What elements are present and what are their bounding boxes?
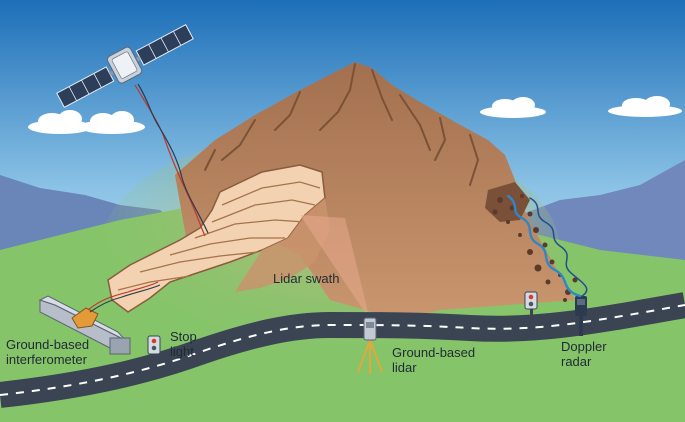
lidar-swath xyxy=(300,215,370,320)
lidar-tripod-icon xyxy=(357,317,383,374)
satellite-icon xyxy=(56,23,194,109)
lidar-swath-label: Lidar swath xyxy=(273,271,340,286)
interferometer-signal xyxy=(87,281,161,313)
mountain xyxy=(175,62,575,320)
landslide-scarp xyxy=(107,164,326,313)
satellite-signal xyxy=(134,83,209,237)
ground-lidar-label-line2: lidar xyxy=(392,360,417,375)
doppler-radar-label-line1: Doppler xyxy=(561,339,607,354)
cloud-icon xyxy=(28,110,145,134)
rockfall xyxy=(485,182,578,302)
doppler-radar-label-line2: radar xyxy=(561,354,592,369)
ground-interferometer-label-line2: interferometer xyxy=(6,352,87,367)
stop-light-icon xyxy=(147,335,161,366)
ground-lidar-label: Ground-based lidar xyxy=(392,345,475,375)
scarp-layers xyxy=(117,181,321,291)
stop-light-icon xyxy=(524,291,538,321)
doppler-radar-label: Doppler radar xyxy=(561,339,607,369)
cloud-icon xyxy=(480,96,682,118)
interferometer-icon xyxy=(38,295,131,355)
mountain-ridges xyxy=(204,63,480,186)
stop-light-label: Stop light xyxy=(170,329,197,359)
stop-light-label-line1: Stop xyxy=(170,329,197,344)
ground-interferometer-label: Ground-based interferometer xyxy=(6,337,89,367)
stop-light-label-line2: light xyxy=(170,344,194,359)
ground-lidar-label-line1: Ground-based xyxy=(392,345,476,360)
road-center-line xyxy=(0,304,685,396)
ground-interferometer-label-line1: Ground-based xyxy=(6,337,90,352)
doppler-signal xyxy=(506,194,588,298)
doppler-radar-icon xyxy=(575,296,587,336)
